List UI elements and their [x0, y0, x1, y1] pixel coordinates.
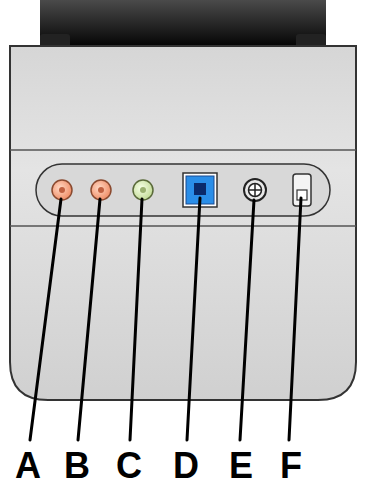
leader-line: [240, 200, 254, 440]
power-jack: [249, 184, 262, 197]
jack-hole: [140, 187, 146, 193]
power-pin: [249, 189, 261, 191]
leader-line: [78, 199, 100, 440]
leader-line: [30, 199, 61, 440]
leader-line: [187, 198, 200, 440]
audio-jack: [52, 180, 72, 200]
audio-jack: [133, 180, 153, 200]
port-panel: [36, 164, 330, 216]
leader-line: [289, 198, 301, 440]
leader-line: [130, 199, 142, 440]
audio-jack: [91, 180, 111, 200]
jack-hole: [59, 187, 65, 193]
top-stand: [40, 0, 326, 46]
callout-letter: E: [229, 446, 253, 486]
power-jack: [244, 179, 266, 201]
usb-socket: [194, 183, 206, 195]
panel-seam: [10, 225, 356, 227]
housing: [10, 46, 356, 400]
callout-letter: C: [116, 446, 142, 486]
jack-hole: [98, 187, 104, 193]
callout-letter: F: [280, 446, 302, 486]
panel-seam: [10, 149, 356, 151]
callout-letter: A: [15, 446, 41, 486]
callout-letter: D: [173, 446, 199, 486]
callout-letter: B: [64, 446, 90, 486]
